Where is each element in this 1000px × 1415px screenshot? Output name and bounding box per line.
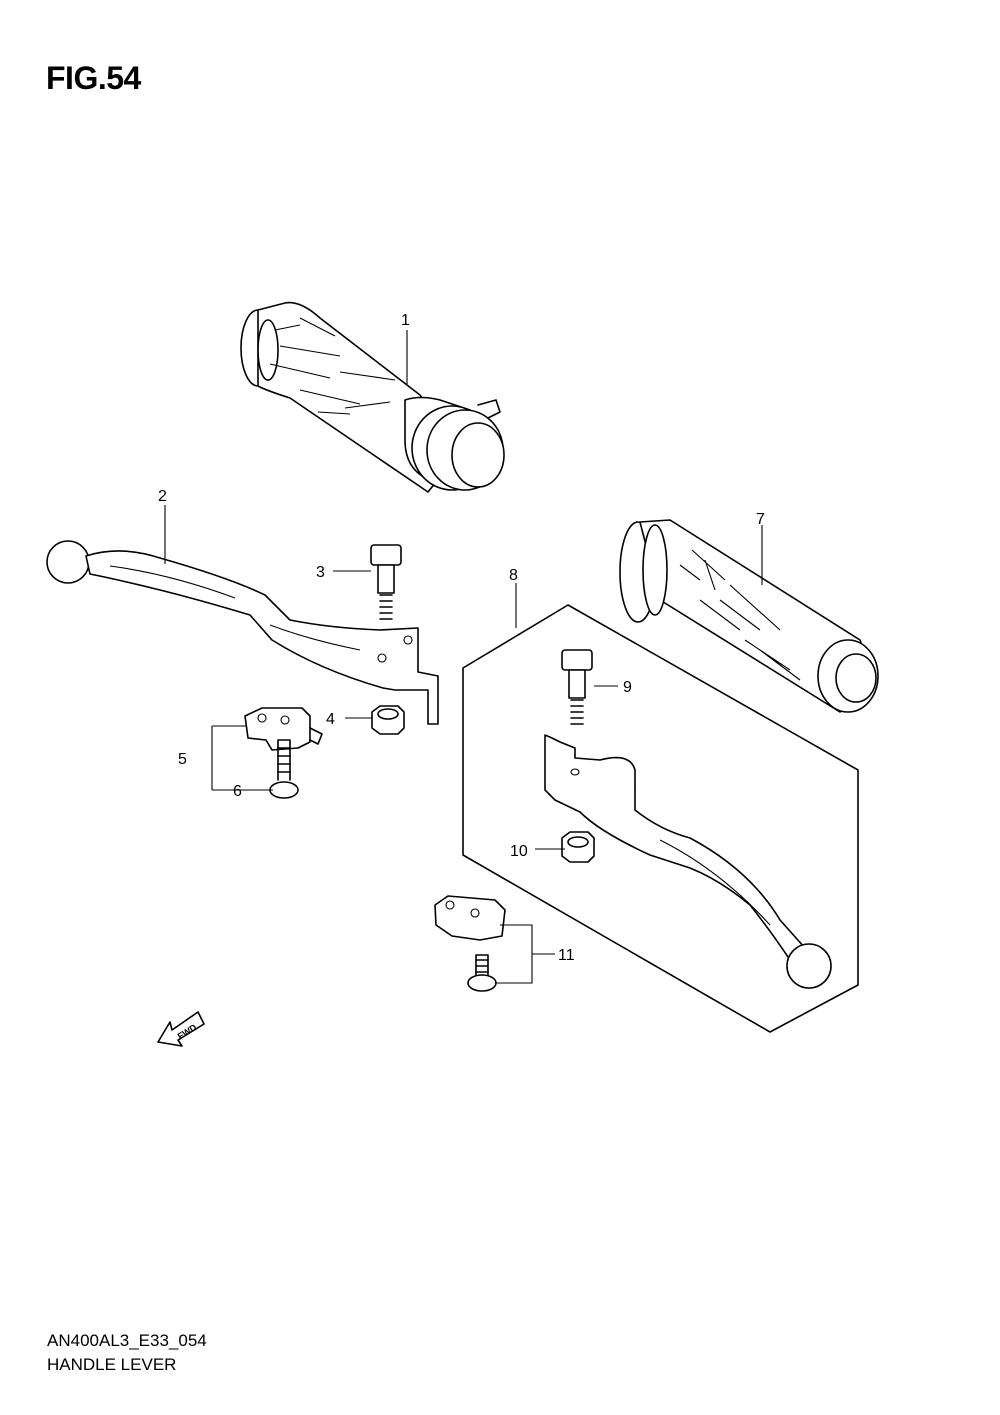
callout-6: 6 (233, 783, 242, 800)
callout-9: 9 (623, 679, 632, 696)
lever-left (46, 540, 439, 725)
figure-title: FIG.54 (46, 60, 141, 96)
nut-left (371, 705, 405, 735)
fwd-arrow-icon: FWD (157, 1011, 205, 1047)
bolt-left (370, 544, 402, 620)
callout-11: 11 (558, 947, 575, 964)
callout-4: 4 (326, 711, 335, 728)
callout-8: 8 (509, 567, 518, 584)
switch-right (434, 895, 506, 992)
figure-name: HANDLE LEVER (47, 1355, 177, 1374)
assembly-outline (462, 604, 859, 1033)
switch-left (244, 707, 323, 751)
lever-right (544, 734, 832, 989)
callout-7: 7 (756, 511, 765, 528)
callout-1: 1 (401, 312, 410, 329)
leader-lines (164, 330, 763, 984)
screw-left (269, 739, 299, 799)
grip-left (240, 301, 505, 493)
grip-right (619, 519, 879, 713)
callout-2: 2 (158, 488, 167, 505)
callout-5: 5 (178, 751, 187, 768)
bolt-right (561, 649, 593, 725)
nut-right (561, 831, 595, 863)
figure-code: AN400AL3_E33_054 (47, 1331, 207, 1350)
callout-labels: 1 2 3 4 5 6 7 8 9 10 11 (158, 312, 765, 964)
callout-10: 10 (510, 843, 528, 860)
callout-3: 3 (316, 564, 325, 581)
